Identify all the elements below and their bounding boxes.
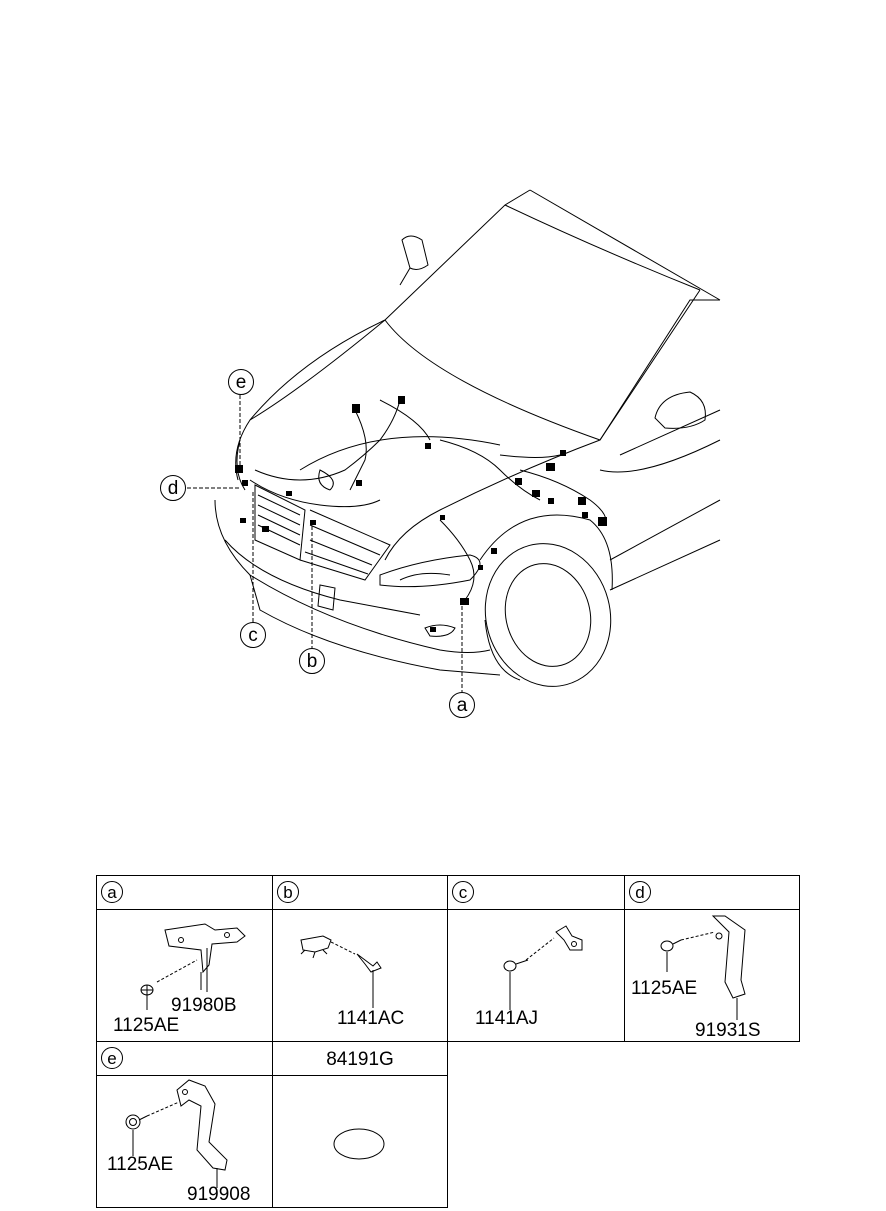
header-b: b (272, 875, 448, 910)
header-e-letter: e (101, 1047, 123, 1069)
header-b-letter: b (277, 881, 299, 903)
callout-d[interactable]: d (160, 475, 186, 501)
cell-84191g (272, 1075, 448, 1208)
cell-d: 1125AE 91931S (624, 909, 800, 1042)
callout-b[interactable]: b (299, 648, 325, 674)
part-label: 1125AE (107, 1154, 174, 1175)
part-label: 1141AJ (475, 1008, 539, 1029)
part-label: 1125AE (631, 978, 698, 999)
callout-e[interactable]: e (228, 369, 254, 395)
part-title: 84191G (326, 1049, 394, 1070)
engine-wiring-diagram: e d c b a (160, 189, 721, 718)
bracket-d-illustration (660, 915, 746, 1020)
part-label: 91980B (171, 995, 237, 1016)
bracket-a-illustration (140, 923, 246, 1010)
callout-a[interactable]: a (449, 692, 475, 718)
cell-b: 1141AC (272, 909, 448, 1042)
header-84191g: 84191G (272, 1041, 448, 1076)
cell-e: 1125AE 919908 (96, 1075, 273, 1208)
header-a: a (96, 875, 273, 910)
part-label: 1141AC (337, 1008, 405, 1029)
part-label: 91931S (695, 1020, 761, 1041)
cell-c: 1141AJ (447, 909, 625, 1042)
header-e: e (96, 1041, 273, 1076)
car-front-illustration (187, 189, 721, 692)
header-d: d (624, 875, 800, 910)
header-c-letter: c (452, 881, 474, 903)
header-a-letter: a (101, 881, 123, 903)
bracket-e-illustration (125, 1079, 228, 1188)
cell-a: 91980B 1125AE (96, 909, 273, 1042)
oval-pad-illustration (333, 1128, 385, 1160)
parts-table: a b c d 91980B 1125AE 1 (96, 875, 800, 1208)
clip-c-illustration (503, 925, 583, 1010)
header-c: c (447, 875, 625, 910)
clip-b-illustration (300, 935, 382, 1008)
header-d-letter: d (629, 881, 651, 903)
callout-c[interactable]: c (240, 622, 266, 648)
part-label: 1125AE (113, 1015, 180, 1036)
part-label: 919908 (187, 1184, 251, 1205)
